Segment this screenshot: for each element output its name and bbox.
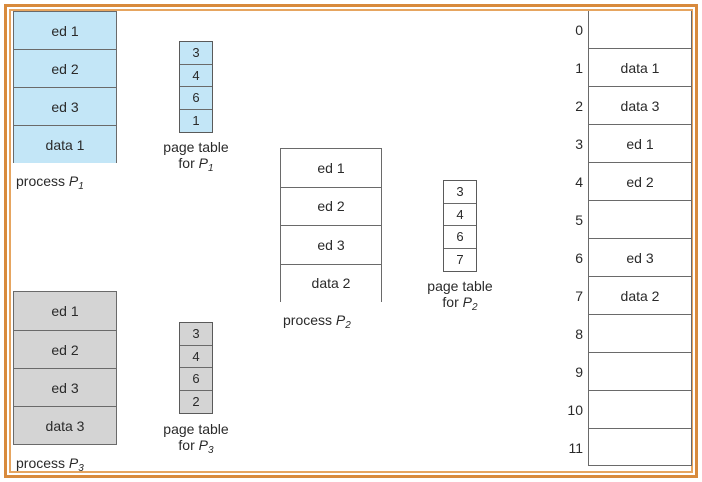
page-table-2: 3 4 6 7 xyxy=(443,180,477,272)
memory-frame-6: ed 3 xyxy=(589,239,691,277)
process-3-stack: ed 1 ed 2 ed 3 data 3 xyxy=(13,291,117,445)
process-1-page-0: ed 1 xyxy=(14,12,116,50)
frame-number-6: 6 xyxy=(575,250,583,266)
page-table-2-entry-1: 4 xyxy=(444,203,476,226)
process-1-label: process P1 xyxy=(16,173,84,192)
frame-number-5: 5 xyxy=(575,212,583,228)
page-table-1-entry-3: 1 xyxy=(180,109,212,132)
frame-number-9: 9 xyxy=(575,364,583,380)
process-1-page-3: data 1 xyxy=(14,126,116,163)
page-table-1-entry-1: 4 xyxy=(180,64,212,87)
process-2-page-0: ed 1 xyxy=(281,149,381,188)
frame-number-0: 0 xyxy=(575,22,583,38)
memory-frame-1: data 1 xyxy=(589,49,691,87)
page-table-3-entry-2: 6 xyxy=(180,368,212,391)
process-2-page-2: ed 3 xyxy=(281,226,381,265)
process-3-page-0: ed 1 xyxy=(14,292,116,331)
outer-frame xyxy=(4,4,698,478)
process-1-stack: ed 1 ed 2 ed 3 data 1 xyxy=(13,11,117,163)
page-table-1-label: page table for P1 xyxy=(163,139,229,174)
page-table-1-entry-0: 3 xyxy=(180,42,212,65)
frame-number-2: 2 xyxy=(575,98,583,114)
process-2-page-3: data 2 xyxy=(281,264,381,302)
page-table-2-entry-3: 7 xyxy=(444,248,476,271)
memory-frame-4: ed 2 xyxy=(589,163,691,201)
inner-frame xyxy=(9,9,693,473)
process-3-label: process P3 xyxy=(16,455,84,474)
frame-number-1: 1 xyxy=(575,60,583,76)
memory-frame-8 xyxy=(589,315,691,353)
memory-frame-2: data 3 xyxy=(589,87,691,125)
page-table-2-label: page table for P2 xyxy=(427,278,493,313)
frame-number-10: 10 xyxy=(567,402,583,418)
page-table-3-label: page table for P3 xyxy=(163,421,229,456)
memory-frame-10 xyxy=(589,391,691,429)
process-2-label: process P2 xyxy=(283,312,351,331)
memory-frame-7: data 2 xyxy=(589,277,691,315)
page-table-1: 3 4 6 1 xyxy=(179,41,213,133)
page-table-2-entry-0: 3 xyxy=(444,181,476,204)
page-table-3-entry-3: 2 xyxy=(180,390,212,413)
memory-frame-11 xyxy=(589,429,691,465)
memory-frame-5 xyxy=(589,201,691,239)
memory-frame-9 xyxy=(589,353,691,391)
frame-number-4: 4 xyxy=(575,174,583,190)
frame-number-11: 11 xyxy=(568,440,583,456)
process-1-page-2: ed 3 xyxy=(14,88,116,126)
frame-number-3: 3 xyxy=(575,136,583,152)
memory-frame-3: ed 1 xyxy=(589,125,691,163)
physical-memory: data 1 data 3 ed 1 ed 2 ed 3 data 2 xyxy=(588,11,692,466)
page-table-2-entry-2: 6 xyxy=(444,226,476,249)
frame-number-8: 8 xyxy=(575,326,583,342)
process-3-page-3: data 3 xyxy=(14,407,116,444)
process-1-page-1: ed 2 xyxy=(14,50,116,88)
process-2-stack: ed 1 ed 2 ed 3 data 2 xyxy=(280,148,382,302)
process-3-page-1: ed 2 xyxy=(14,331,116,369)
page-table-3-entry-0: 3 xyxy=(180,323,212,346)
frame-number-7: 7 xyxy=(575,288,583,304)
process-2-page-1: ed 2 xyxy=(281,187,381,226)
process-3-page-2: ed 3 xyxy=(14,369,116,407)
page-table-3: 3 4 6 2 xyxy=(179,322,213,414)
memory-frame-0 xyxy=(589,11,691,49)
page-table-3-entry-1: 4 xyxy=(180,345,212,368)
page-table-1-entry-2: 6 xyxy=(180,87,212,110)
